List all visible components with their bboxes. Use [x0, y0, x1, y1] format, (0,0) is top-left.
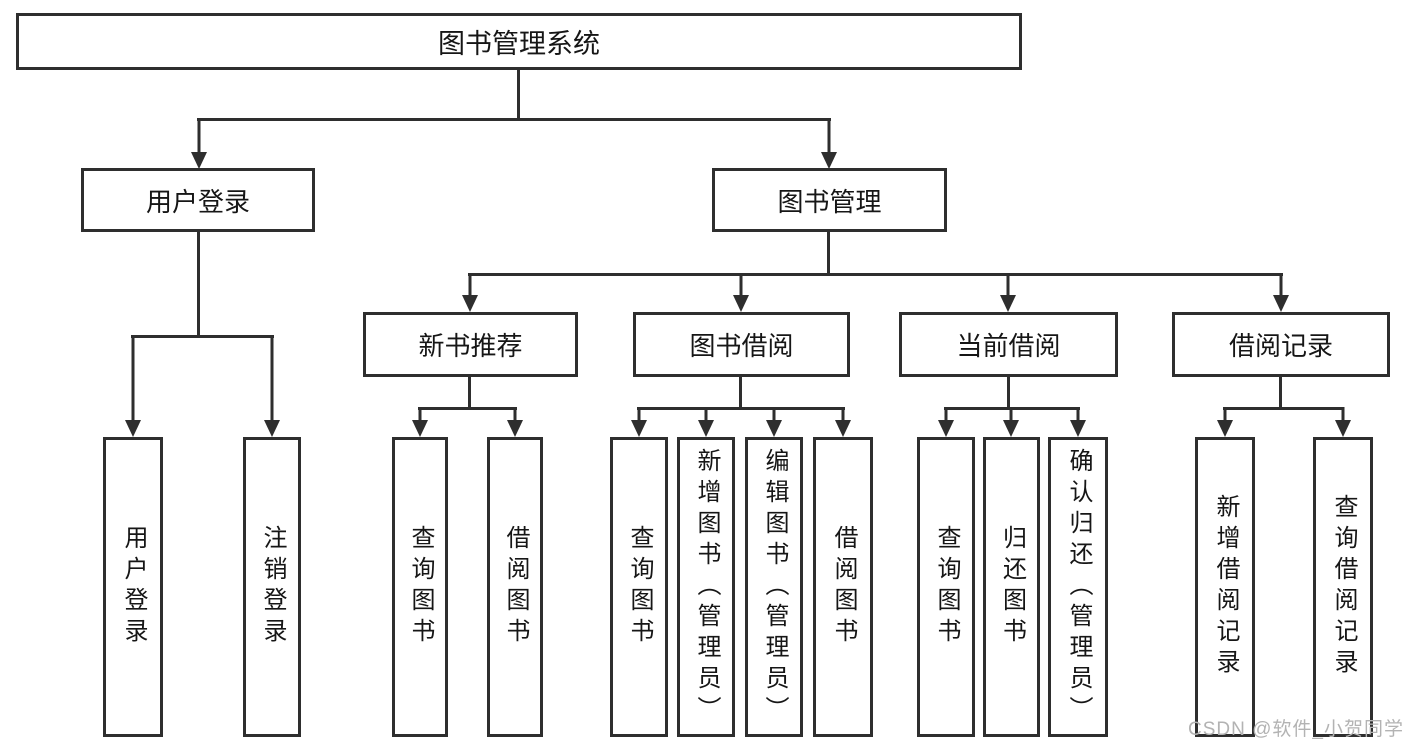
- connector-book-mgmt-stub: [827, 232, 830, 273]
- connector-user-login-stub: [197, 232, 200, 335]
- arrow-current-return: [1003, 407, 1019, 437]
- leaf-borrow-book: 借阅图书: [813, 437, 873, 737]
- connector-record-stub: [1279, 377, 1282, 407]
- leaf-add-borrow-record: 新增借阅记录: [1195, 437, 1255, 737]
- arrow-record-query: [1335, 407, 1351, 437]
- leaf-edit-book-admin: 编辑图书（管理员）: [745, 437, 803, 737]
- csdn-watermark: CSDN @软件_小贺同学: [1188, 719, 1404, 740]
- arrow-borrow-query: [631, 407, 647, 437]
- arrow-to-leaf-user-login: [125, 335, 141, 437]
- arrow-current-query: [938, 407, 954, 437]
- arrow-to-new-book-recommend: [462, 273, 478, 312]
- node-library-management-system: 图书管理系统: [16, 13, 1022, 70]
- connector-recommend-split: [418, 407, 517, 410]
- arrow-borrow-add: [698, 407, 714, 437]
- leaf-query-borrow-record: 查询借阅记录: [1313, 437, 1373, 737]
- leaf-user-login: 用户登录: [103, 437, 163, 737]
- arrow-to-current-borrow: [1000, 273, 1016, 312]
- leaf-return-book: 归还图书: [983, 437, 1040, 737]
- node-new-book-recommend: 新书推荐: [363, 312, 578, 377]
- leaf-logout: 注销登录: [243, 437, 301, 737]
- arrow-to-book-management: [821, 118, 837, 169]
- node-user-login: 用户登录: [81, 168, 315, 232]
- arrow-current-confirm: [1070, 407, 1086, 437]
- leaf-confirm-return-admin: 确认归还（管理员）: [1048, 437, 1108, 737]
- connector-borrow-stub: [739, 377, 742, 407]
- arrow-to-book-borrow: [733, 273, 749, 312]
- node-borrow-record: 借阅记录: [1172, 312, 1390, 377]
- arrow-record-add: [1217, 407, 1233, 437]
- arrow-to-leaf-logout: [264, 335, 280, 437]
- connector-current-stub: [1007, 377, 1010, 407]
- arrow-borrow-borrow: [835, 407, 851, 437]
- node-book-borrow: 图书借阅: [633, 312, 850, 377]
- connector-user-login-split: [131, 335, 274, 338]
- connector-borrow-split: [637, 407, 845, 410]
- node-book-management: 图书管理: [712, 168, 947, 232]
- connector-root-stub: [517, 70, 520, 118]
- arrow-recommend-query: [412, 407, 428, 437]
- leaf-add-book-admin: 新增图书（管理员）: [677, 437, 735, 737]
- connector-root-split: [197, 118, 831, 121]
- leaf-query-book-borrow: 查询图书: [610, 437, 668, 737]
- connector-record-split: [1223, 407, 1344, 410]
- leaf-query-book-recommend: 查询图书: [392, 437, 448, 737]
- arrow-to-user-login: [191, 118, 207, 169]
- arrow-recommend-borrow: [507, 407, 523, 437]
- leaf-borrow-book-recommend: 借阅图书: [487, 437, 543, 737]
- arrow-to-borrow-record: [1273, 273, 1289, 312]
- node-current-borrow: 当前借阅: [899, 312, 1118, 377]
- leaf-query-book-current: 查询图书: [917, 437, 975, 737]
- arrow-borrow-edit: [766, 407, 782, 437]
- connector-book-mgmt-split: [468, 273, 1283, 276]
- connector-recommend-stub: [468, 377, 471, 407]
